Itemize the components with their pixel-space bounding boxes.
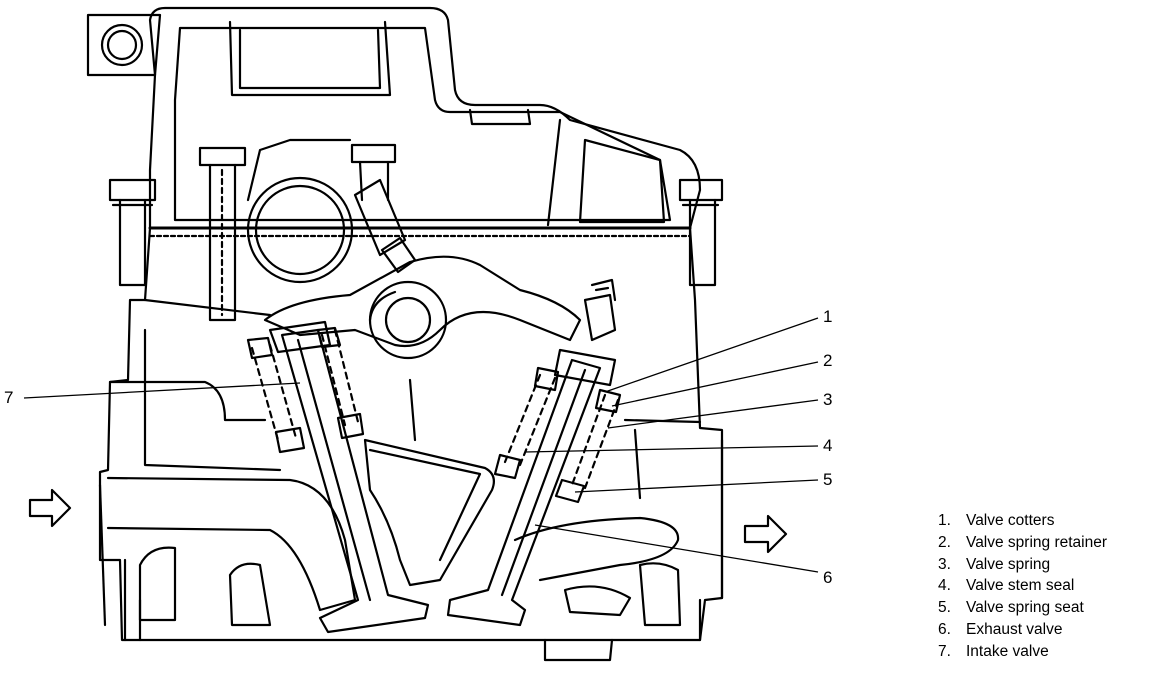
leader-2 (611, 361, 819, 407)
legend-item: 3.Valve spring (938, 555, 1051, 573)
leader-5 (574, 479, 819, 493)
leader-1 (604, 317, 819, 393)
rocker-arm (263, 255, 582, 348)
lug-hole (100, 23, 144, 67)
camshaft (246, 176, 354, 284)
exhaust-valve (446, 348, 617, 627)
callout-1: 1 (823, 307, 832, 326)
callout-2: 2 (823, 351, 832, 370)
legend-item: 6.Exhaust valve (938, 620, 1063, 638)
cam-cover (148, 6, 702, 230)
intake-valve (268, 320, 430, 634)
legend-item: 7.Intake valve (938, 642, 1049, 660)
intake-port (106, 476, 357, 612)
right-bolt (678, 178, 724, 287)
inner-bolt-left (198, 146, 247, 322)
callout-6: 6 (823, 568, 832, 587)
callout-3: 3 (823, 390, 832, 409)
leader-3 (607, 399, 819, 429)
exhaust-port (513, 516, 680, 582)
leader-4 (524, 445, 819, 453)
legend-item: 2.Valve spring retainer (938, 533, 1108, 551)
leader-6 (534, 524, 819, 573)
callout-4: 4 (823, 436, 832, 455)
exhaust-valve-spring (503, 373, 620, 490)
mounting-lug (86, 13, 162, 77)
intake-arrow (28, 488, 72, 528)
legend-item: 1.Valve cotters (938, 512, 1055, 529)
exhaust-arrow (743, 514, 788, 554)
legend-item: 4.Valve stem seal (938, 577, 1075, 595)
left-bolt (108, 178, 157, 287)
callout-7: 7 (4, 388, 13, 407)
legend-item: 5.Valve spring seat (938, 599, 1084, 617)
inner-bolt-right (350, 143, 397, 202)
parts-legend: 1.Valve cotters 2.Valve spring retainer … (938, 510, 1148, 663)
callout-5: 5 (823, 470, 832, 489)
leader-7 (23, 382, 301, 399)
cylinder-head-body (98, 226, 724, 642)
